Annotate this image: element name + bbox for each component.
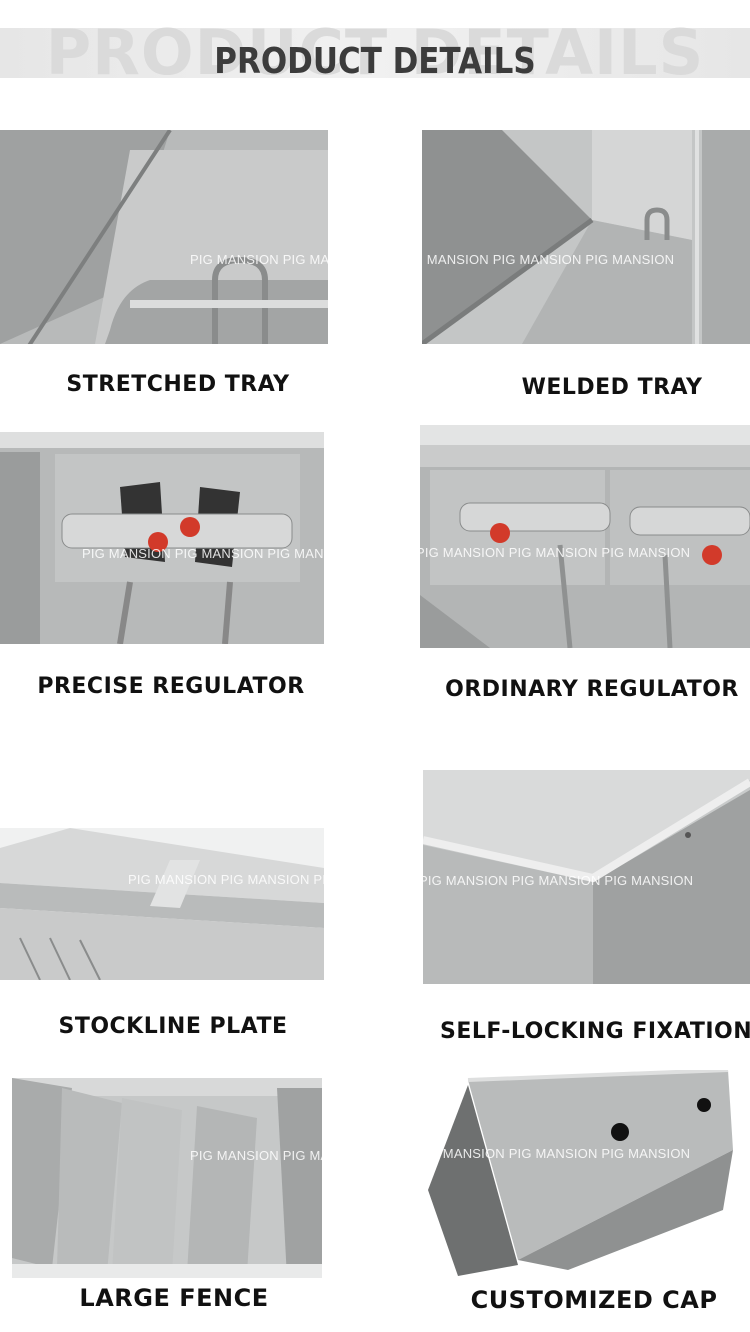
watermark: PIG MANSION PIG MANSION PIG MANSION	[423, 873, 694, 888]
photo-ordinary-regulator: PIG MANSION PIG MANSION PIG MANSION	[420, 425, 750, 648]
header-band	[0, 28, 750, 78]
watermark: PIG MANSION PIG MANSION PIG MANSION	[422, 252, 675, 267]
caption-customized-cap: CUSTOMIZED CAP	[470, 1286, 718, 1314]
caption-self-locking-fixation: SELF-LOCKING FIXATION	[440, 1019, 750, 1044]
photo-precise-regulator: PIG MANSION PIG MANSION PIG MANSION	[0, 432, 324, 644]
photo-stockline-plate: PIG MANSION PIG MANSION PIG MANSION	[0, 828, 324, 980]
watermark: PIG MANSION PIG MANSION PIG MANSION	[190, 1148, 322, 1163]
watermark: PIG MANSION PIG MANSION PIG MANSION	[420, 545, 691, 560]
caption-ordinary-regulator: ORDINARY REGULATOR	[445, 677, 739, 702]
caption-precise-regulator: PRECISE REGULATOR	[37, 674, 305, 699]
photo-self-locking-fixation: PIG MANSION PIG MANSION PIG MANSION	[423, 770, 750, 984]
watermark: PIG MANSION PIG MANSION PIG MANSION	[82, 546, 324, 561]
caption-stretched-tray: STRETCHED TRAY	[66, 372, 290, 397]
watermark: PIG MANSION PIG MANSION PIG MANSION	[428, 1146, 691, 1161]
photo-welded-tray: PIG MANSION PIG MANSION PIG MANSION	[422, 130, 750, 344]
caption-large-fence: LARGE FENCE	[79, 1284, 269, 1312]
photo-stretched-tray: PIG MANSION PIG MANSION PIG MANSION	[0, 130, 328, 344]
watermark: PIG MANSION PIG MANSION PIG MANSION	[190, 252, 328, 267]
photo-customized-cap: PIG MANSION PIG MANSION PIG MANSION	[428, 1070, 738, 1276]
header-ghost-text: PRODUCT DETAILS	[45, 22, 705, 84]
photo-large-fence: PIG MANSION PIG MANSION PIG MANSION	[12, 1078, 322, 1278]
caption-stockline-plate: STOCKLINE PLATE	[58, 1014, 288, 1039]
watermark: PIG MANSION PIG MANSION PIG MANSION	[128, 872, 324, 887]
caption-welded-tray: WELDED TRAY	[521, 375, 703, 400]
page-title: PRODUCT DETAILS	[214, 41, 536, 82]
